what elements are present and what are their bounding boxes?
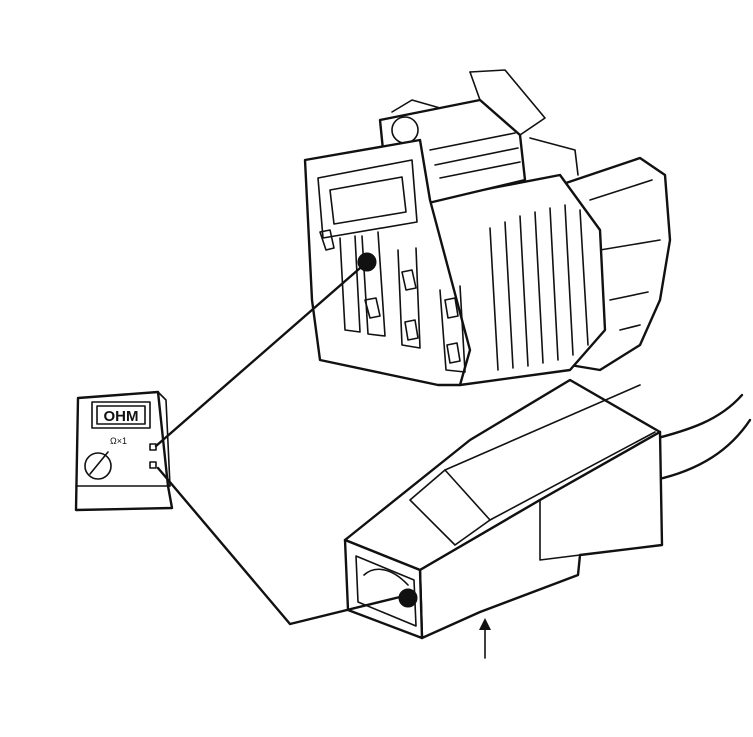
meter-jack-negative	[149, 461, 157, 469]
meter-display-label: OHM	[104, 408, 139, 425]
small-connector-probed-terminal	[398, 588, 418, 608]
meter-dial-label: Ω×1	[110, 436, 127, 446]
large-connector	[303, 69, 672, 387]
test-lead-to-small-connector	[156, 466, 406, 626]
locator-arrow-head	[479, 618, 491, 630]
small-connector	[343, 378, 752, 659]
meter-dial-knob	[84, 452, 112, 480]
test-lead-to-large-connector	[154, 260, 369, 448]
test-leads	[154, 260, 406, 626]
ohmmeter: OHM Ω×1	[74, 390, 174, 512]
